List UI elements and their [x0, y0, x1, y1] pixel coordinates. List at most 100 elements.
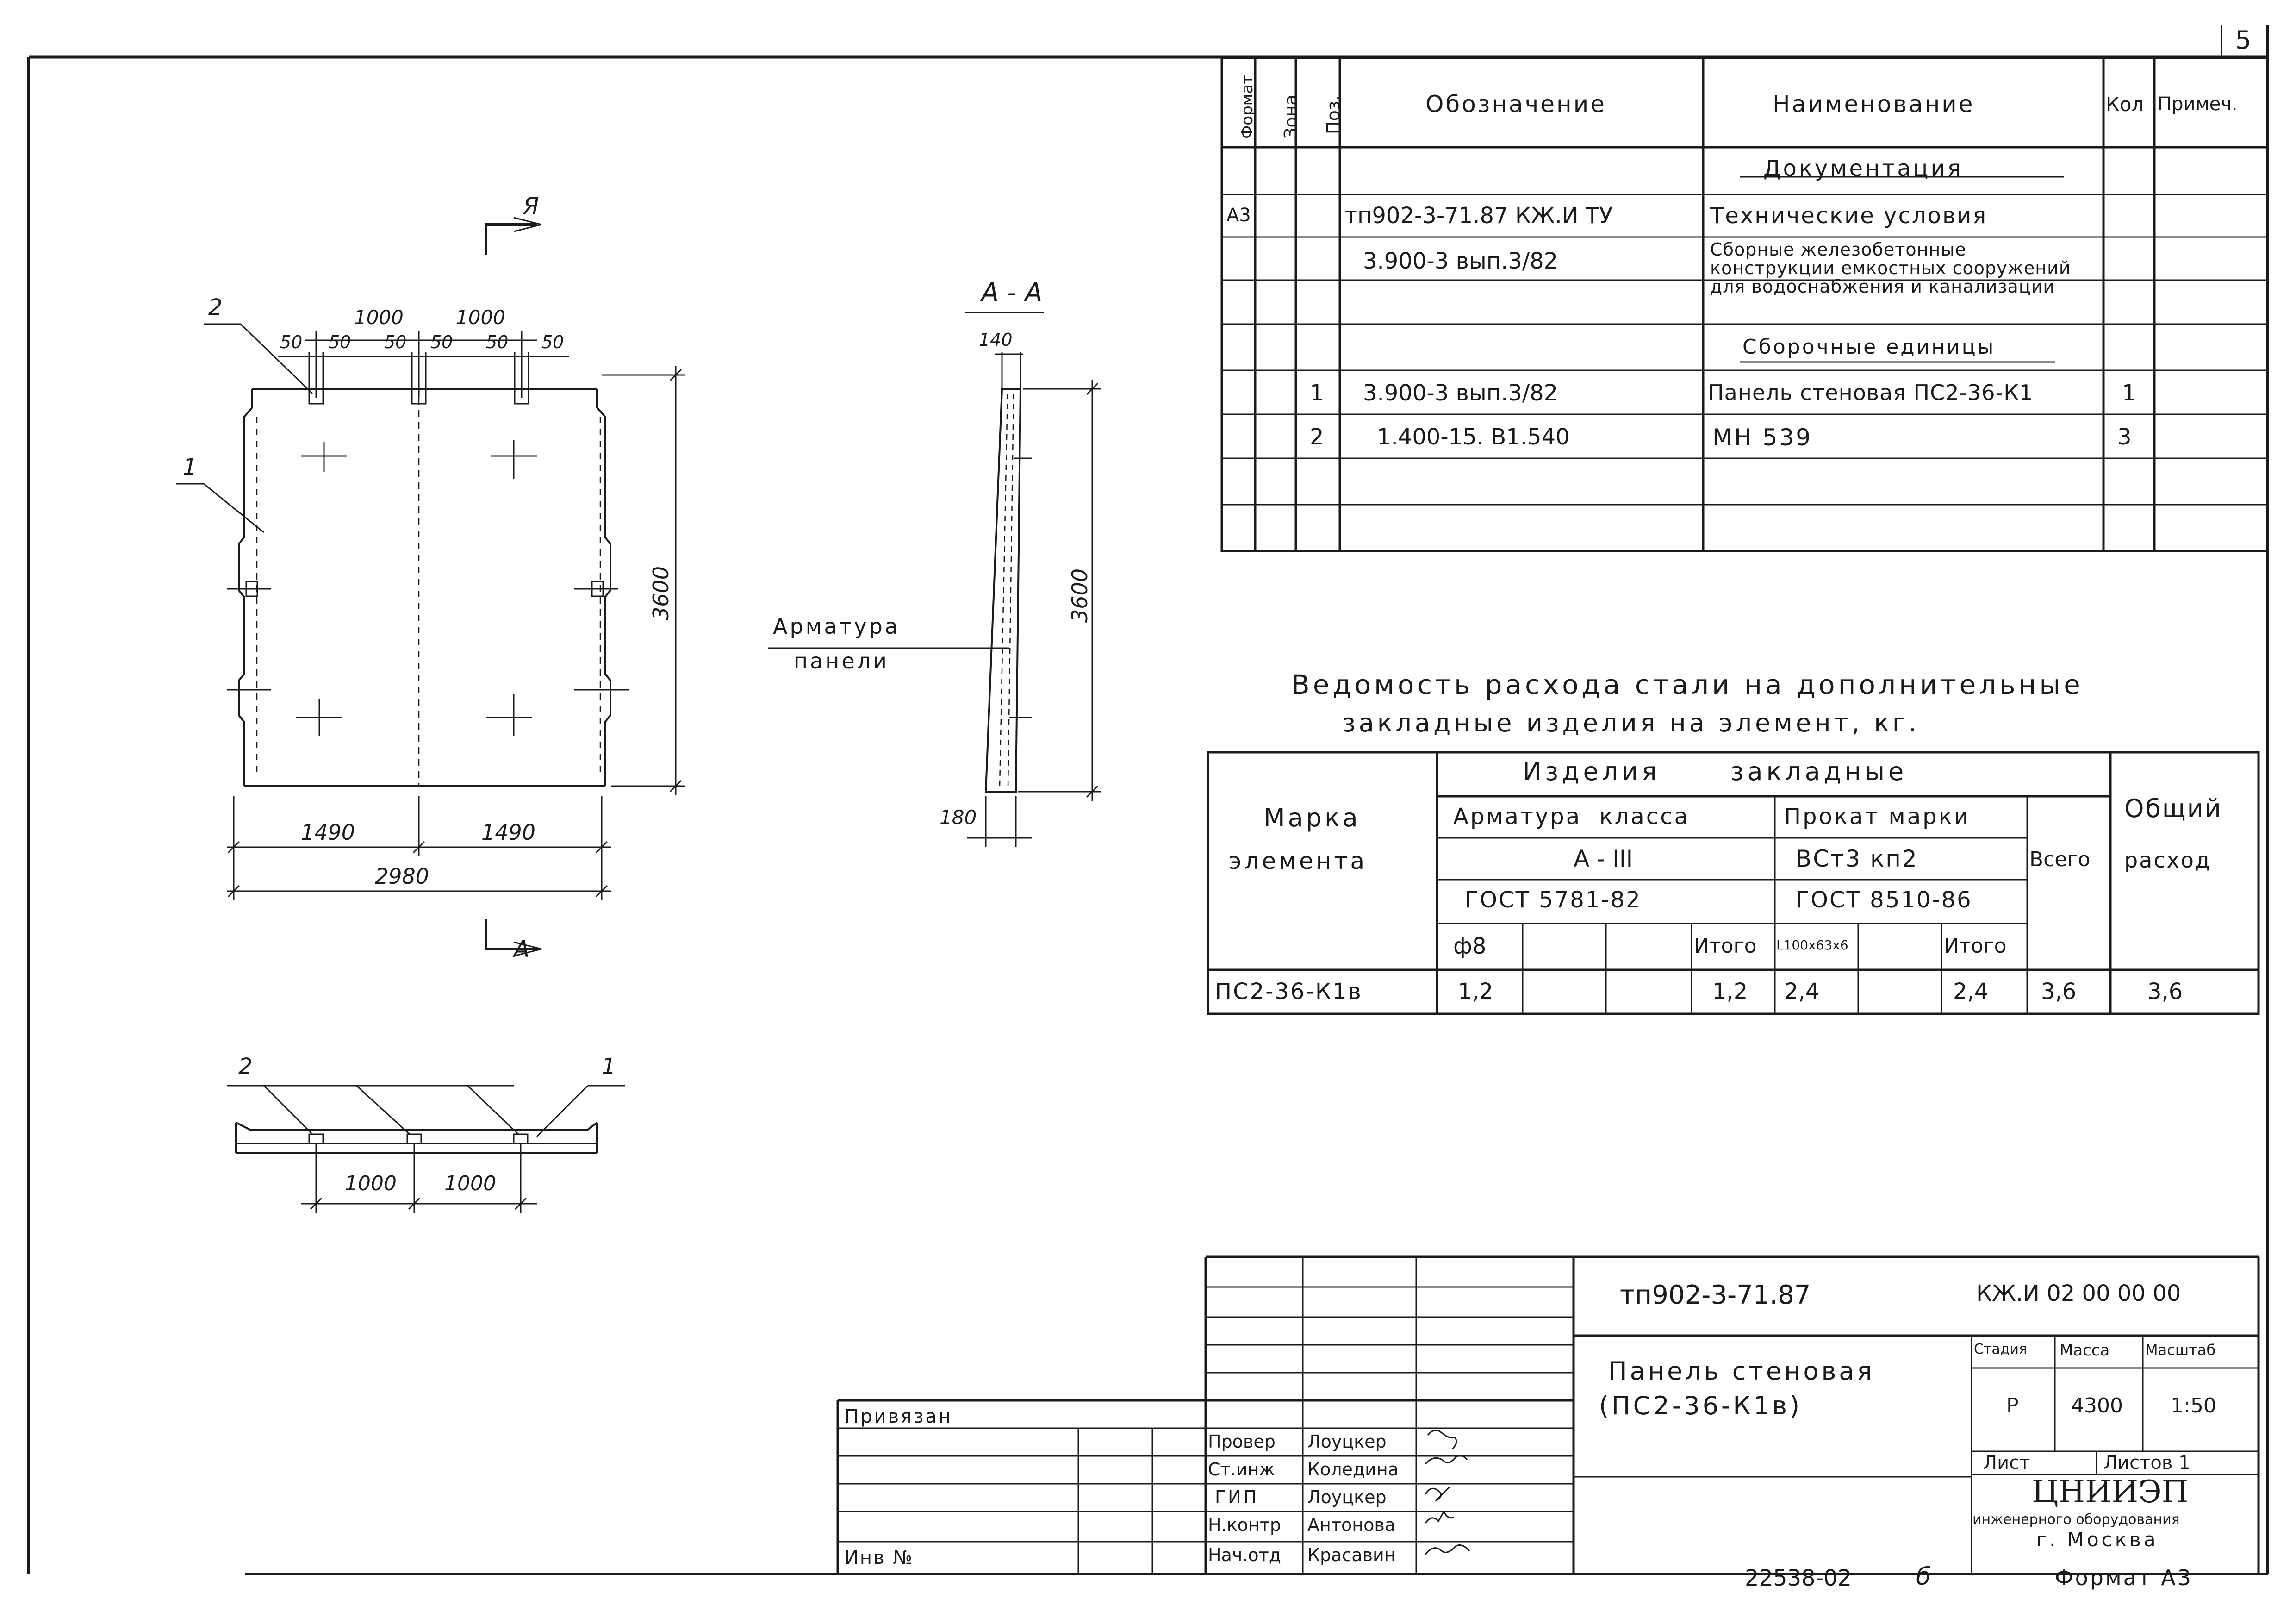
tb-name-1: Лоуцкер	[1307, 1431, 1387, 1452]
dim-2980: 2980	[375, 864, 429, 889]
dim-1490-a: 1490	[301, 820, 355, 845]
format-label: Формат А3	[2055, 1565, 2193, 1590]
tb-name-3: Лоуцкер	[1307, 1487, 1387, 1507]
plan-dim-1000-b: 1000	[444, 1172, 496, 1195]
tb-role-5: Нач.отд	[1208, 1545, 1282, 1565]
steel-row-phi: 1,2	[1458, 979, 1493, 1005]
spec-header-format: Формат	[1238, 75, 1257, 139]
section-title: А - А	[981, 278, 1043, 308]
spec-row6-name: МН 539	[1712, 424, 1813, 451]
steel-itogo-1: Итого	[1694, 934, 1757, 958]
spec-section-assemblies: Сборочные единицы	[1742, 335, 1996, 359]
spec-header-qty: Кол	[2106, 93, 2144, 116]
label-armatura: Арматура	[773, 614, 900, 639]
spec-row6-pos: 2	[1310, 424, 1324, 450]
spec-section-docs: Документация	[1763, 156, 1963, 181]
dim-180: 180	[940, 806, 977, 829]
steel-prokat-header: Прокат марки	[1784, 804, 1970, 830]
steel-row-itogo2: 2,4	[1953, 979, 1989, 1005]
steel-mark-header-2: элемента	[1229, 848, 1368, 874]
dim-1000-b: 1000	[456, 306, 505, 329]
dim-50-4: 50	[430, 332, 453, 352]
tb-org-1: ЦНИИЭП	[2032, 1474, 2189, 1510]
tb-role-4: Н.контр	[1208, 1515, 1281, 1535]
steel-group-header: Изделия закладные	[1523, 757, 1908, 786]
spec-row5-qty: 1	[2122, 380, 2136, 406]
spec-header-name: Наименование	[1773, 91, 1975, 118]
dim-50-3: 50	[384, 332, 407, 352]
dim-3600-elevation: 3600	[648, 566, 673, 620]
spec-row5-name: Панель стеновая ПС2-36-К1	[1708, 380, 2034, 405]
tb-title-1: Панель стеновая	[1608, 1356, 1875, 1386]
spec-row2-format: А3	[1226, 205, 1251, 226]
steel-row-mark: ПС2-36-К1в	[1215, 979, 1363, 1005]
dim-50-2: 50	[329, 332, 351, 352]
bottom-number: 22538-02	[1745, 1565, 1852, 1591]
steel-row-itogo1: 1,2	[1712, 979, 1748, 1005]
steel-overall-header-2: расход	[2124, 848, 2211, 873]
spec-row6-designation: 1.400-15. В1.540	[1377, 424, 1570, 450]
steel-row-angle: 2,4	[1784, 979, 1820, 1005]
pos-label-1: 1	[183, 454, 197, 480]
steel-prokat-grade: ВСт3 кп2	[1796, 845, 1918, 872]
tb-role-3: ГИП	[1215, 1487, 1259, 1507]
tb-stage-h: Стадия	[1974, 1341, 2028, 1357]
spec-header-pos: Поз.	[1323, 95, 1344, 134]
tb-privyazan: Привязан	[845, 1406, 953, 1427]
dim-50-6: 50	[541, 332, 564, 352]
dim-1490-b: 1490	[481, 820, 536, 845]
tb-sheets-h: Листов 1	[2103, 1452, 2190, 1474]
page-number: 5	[2235, 25, 2252, 55]
spec-header-designation: Обозначение	[1425, 91, 1606, 118]
tb-org-3: г. Москва	[2036, 1528, 2159, 1551]
plan-pos-1: 1	[602, 1054, 616, 1080]
spec-row2-designation: тп902-3-71.87 КЖ.И ТУ	[1344, 203, 1613, 229]
tb-role-2: Ст.инж	[1208, 1459, 1275, 1480]
steel-arm-class: А - III	[1574, 845, 1633, 872]
tb-code: КЖ.И 02 00 00 00	[1976, 1280, 2181, 1306]
tb-name-4: Антонова	[1307, 1515, 1395, 1535]
tb-role-1: Провер	[1208, 1431, 1276, 1452]
steel-mark-header-1: Марка	[1263, 803, 1361, 832]
tb-stage: Р	[2006, 1394, 2019, 1418]
section-mark-bottom: А	[514, 936, 530, 962]
plan-dim-1000-a: 1000	[345, 1172, 397, 1195]
steel-arm-gost: ГОСТ 5781-82	[1465, 887, 1642, 913]
dim-50-1: 50	[280, 332, 303, 352]
steel-row-overall: 3,6	[2147, 979, 2183, 1005]
dim-140: 140	[979, 330, 1013, 350]
steel-prokat-gost: ГОСТ 8510-86	[1796, 887, 1972, 913]
spec-row6-qty: 3	[2117, 424, 2132, 450]
steel-title-1: Ведомость расхода стали на дополнительны…	[1291, 669, 2084, 700]
plan-pos-2: 2	[238, 1054, 253, 1080]
spec-row5-pos: 1	[1310, 380, 1324, 406]
spec-row3-designation: 3.900-3 вып.3/82	[1363, 248, 1558, 274]
tb-scale: 1:50	[2171, 1394, 2216, 1418]
section-mark-top: Я	[523, 193, 539, 219]
label-paneli: панели	[794, 649, 889, 674]
tb-name-5: Красавин	[1307, 1545, 1396, 1565]
tb-inv: Инв №	[845, 1547, 914, 1568]
pos-label-2: 2	[208, 294, 223, 320]
steel-arm-header: Арматура класса	[1453, 804, 1690, 830]
tb-name-2: Коледина	[1307, 1459, 1399, 1480]
tb-org-2: инженерного оборудования	[1972, 1512, 2180, 1528]
steel-row-total: 3,6	[2041, 979, 2077, 1005]
steel-overall-header-1: Общий	[2124, 794, 2222, 823]
tb-mass: 4300	[2071, 1394, 2123, 1418]
tb-scale-h: Масштаб	[2145, 1341, 2216, 1359]
bottom-letter: б	[1916, 1563, 1931, 1591]
spec-header-note: Примеч.	[2158, 94, 2238, 115]
spec-row3-name: Сборные железобетонные конструкции емкос…	[1710, 239, 2071, 297]
spec-row2-name: Технические условия	[1710, 203, 1988, 229]
steel-angle: L100x63x6	[1776, 937, 1848, 953]
dim-1000-a: 1000	[354, 306, 404, 329]
steel-title-2: закладные изделия на элемент, кг.	[1342, 708, 1920, 737]
tb-project: тп902-3-71.87	[1620, 1280, 1811, 1310]
tb-mass-h: Масса	[2060, 1341, 2110, 1360]
tb-sheet-h: Лист	[1983, 1452, 2030, 1474]
spec-row5-designation: 3.900-3 вып.3/82	[1363, 380, 1558, 406]
dim-3600-section: 3600	[1067, 568, 1092, 623]
dim-50-5: 50	[486, 332, 509, 352]
